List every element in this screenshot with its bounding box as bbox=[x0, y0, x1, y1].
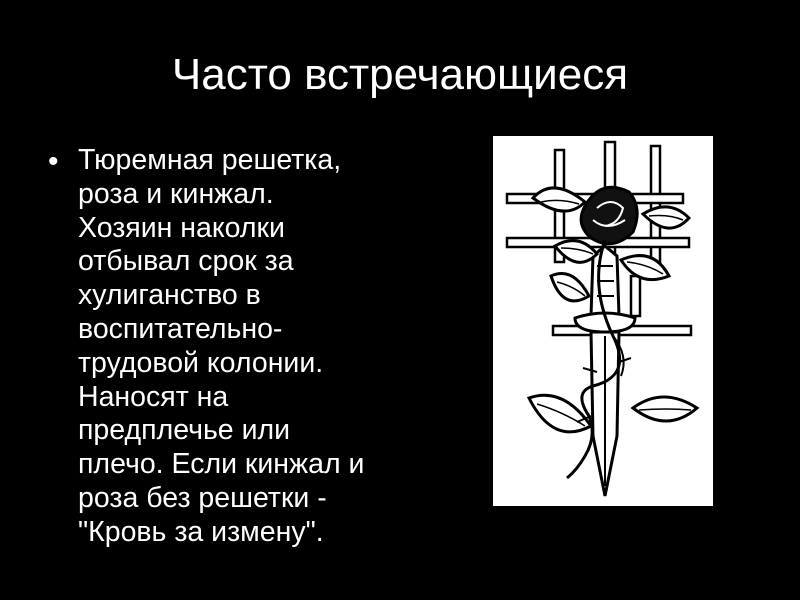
bullet-text: Тюремная решетка, роза и кинжал. Хозяин … bbox=[78, 144, 418, 550]
bullet-line: плечо. Если кинжал и bbox=[78, 448, 365, 481]
bullet-marker: • bbox=[48, 145, 59, 178]
bullet-line: предплечье или bbox=[78, 414, 291, 447]
bullet-item: • Тюремная решетка, роза и кинжал. Хозяи… bbox=[48, 144, 428, 550]
bullet-line: роза и кинжал. bbox=[78, 177, 274, 210]
slide-body: • Тюремная решетка, роза и кинжал. Хозяи… bbox=[48, 144, 428, 550]
bullet-line: роза без решетки - bbox=[78, 481, 327, 514]
dagger bbox=[573, 244, 637, 497]
tattoo-illustration bbox=[493, 136, 713, 506]
bullet-line: Наносят на bbox=[78, 380, 229, 413]
bullet-line: "Кровь за измену". bbox=[78, 515, 324, 548]
bullet-line: хулиганство в bbox=[78, 279, 261, 312]
rose-stem bbox=[566, 239, 632, 480]
bullet-line: отбывал срок за bbox=[78, 245, 294, 278]
bullet-line: Хозяин наколки bbox=[78, 211, 285, 244]
rose-leaves bbox=[526, 186, 700, 434]
bullet-line: воспитательно- bbox=[78, 312, 283, 345]
slide-title: Часто встречающиеся bbox=[171, 50, 629, 99]
tattoo-drawing bbox=[493, 136, 713, 506]
bullet-line: Тюремная решетка, bbox=[78, 144, 342, 176]
rose bbox=[579, 185, 639, 246]
bullet-line: трудовой колонии. bbox=[78, 346, 324, 379]
